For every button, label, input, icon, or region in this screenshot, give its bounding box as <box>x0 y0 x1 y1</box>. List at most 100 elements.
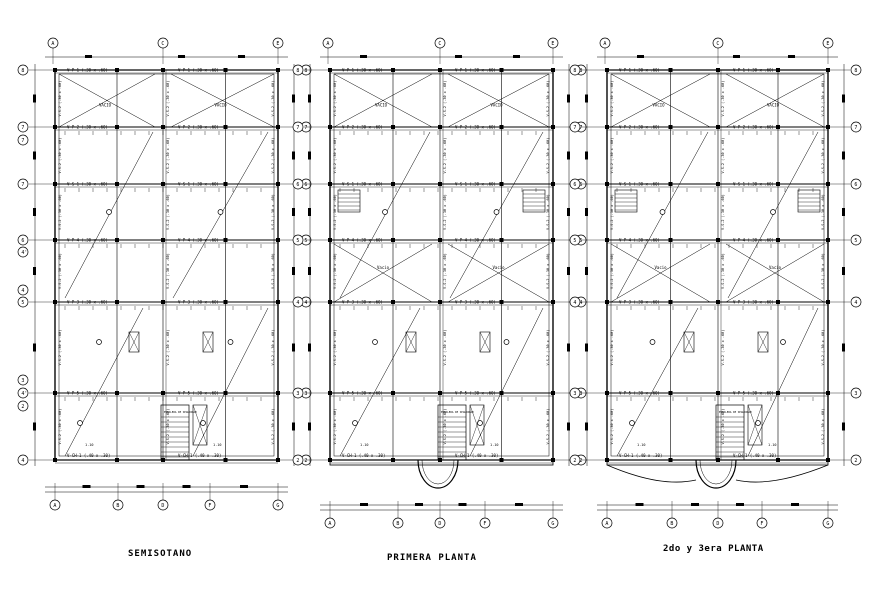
grid-bubble-left-label: 5 <box>573 238 576 244</box>
beam-label-vertical: V-S-2 (.30 x .60) <box>821 409 825 445</box>
side-stair <box>614 189 638 213</box>
grid-bubble-right <box>850 178 862 190</box>
grid-bubble-left-label: 8 <box>573 68 576 74</box>
slab-diagonal <box>469 307 544 457</box>
slab-marker <box>106 209 112 215</box>
dim-label: 1.10 <box>637 443 645 447</box>
column <box>605 300 609 304</box>
void-label: Vacio <box>655 265 668 270</box>
side-stair <box>797 189 821 213</box>
dimension-tick <box>691 503 699 506</box>
beam-label: V-CH-1 (.40 x .30) <box>455 453 498 458</box>
slab-diagonal <box>616 307 699 457</box>
grid-bubble-right-label: 8 <box>854 68 857 74</box>
beam-label: V-P-3 (.30 x .60) <box>733 300 774 305</box>
grid-bubble-right-label: 5 <box>304 238 307 244</box>
grid-bubble-left <box>292 296 304 308</box>
dimension-tick <box>567 151 570 160</box>
grid-bubble-right-label: 2 <box>854 458 857 464</box>
dimension-tick <box>33 151 36 160</box>
dimension-tick <box>308 267 311 275</box>
grid-bubble-left-label: 3 <box>573 391 576 397</box>
grid-bubble-right-label: 4 <box>854 300 857 306</box>
beam-label: V-P-2 (.30 x .60) <box>733 125 774 130</box>
grid-bubble-top-label: A <box>326 41 329 47</box>
beam-label: V-CH-1 (.40 x .30) <box>733 453 776 458</box>
dimension-tick <box>415 503 423 506</box>
beam-label-vertical: V-S-2 (.30 x .60) <box>333 330 337 366</box>
duct <box>128 331 140 353</box>
grid-bubble-left <box>292 387 304 399</box>
duct <box>683 331 695 353</box>
column <box>668 300 673 304</box>
grid-bubble-right <box>850 296 862 308</box>
grid-bubble-left-label: 4 <box>21 288 24 294</box>
column <box>53 68 57 72</box>
balcony-curve <box>695 459 737 489</box>
void-cross <box>610 243 711 303</box>
dimension-tick <box>585 422 588 431</box>
stair-core <box>160 404 190 461</box>
dimension-tick <box>635 503 644 506</box>
column <box>276 125 280 129</box>
beam-label-vertical: V-S-2 (.30 x .60) <box>166 330 170 366</box>
dim-label: 1.10 <box>85 443 93 447</box>
column <box>716 238 720 242</box>
grid-bubble-bottom <box>392 517 404 529</box>
column <box>276 68 280 72</box>
beam-label: V-S-1 (.30 x .60) <box>342 182 383 187</box>
column <box>328 182 332 186</box>
void-cross <box>610 73 711 128</box>
beam-label-vertical: V-S-2 (.30 x .60) <box>546 409 550 445</box>
beam-label-vertical: V-S-2 (.30 x .60) <box>610 194 614 230</box>
grid-bubble-left <box>17 64 29 76</box>
column <box>605 238 609 242</box>
beam-label: V-P-5 (.30 x .60) <box>342 391 383 396</box>
grid-bubble-right <box>850 387 862 399</box>
grid-bubble-right-label: 2 <box>579 458 582 464</box>
void-label: Vacio <box>493 265 506 270</box>
elevator <box>469 404 485 446</box>
beam-label-vertical: V-S-2 (.30 x .60) <box>821 138 825 174</box>
column <box>115 458 119 462</box>
beam-label-vertical: V-S-2 (.30 x .60) <box>721 138 725 174</box>
slab-diagonal <box>339 131 431 299</box>
grid-bubble-bottom <box>547 517 559 529</box>
dim-label: 1.10 <box>768 443 776 447</box>
caption-semisotano: SEMISOTANO <box>128 549 193 559</box>
column <box>776 125 780 129</box>
column <box>668 182 673 186</box>
grid-bubble-left <box>292 454 304 466</box>
slab-inner-outline <box>58 73 275 457</box>
grid-bubble-top-label: A <box>51 41 54 47</box>
beam-label: V-P-2 (.30 x .60) <box>342 125 383 130</box>
grid-bubble-top-label: E <box>276 41 279 47</box>
grid-bubble-left-label: 4 <box>21 458 24 464</box>
grid-bubble-bottom <box>666 517 678 529</box>
dimension-tick <box>182 485 191 488</box>
dimension-tick <box>292 151 295 160</box>
beam-label-vertical: V-S-2 (.30 x .60) <box>333 81 337 117</box>
beam-label-vertical: V-S-2 (.30 x .60) <box>721 409 725 445</box>
dimension-tick <box>585 94 588 103</box>
dimension-tick <box>842 94 845 103</box>
beam-label: V-P-5 (.30 x .60) <box>619 391 660 396</box>
dimension-tick <box>85 55 92 58</box>
dimension-tick <box>292 208 295 216</box>
beam-label-vertical: V-S-2 (.30 x .60) <box>333 194 337 230</box>
beam-label: V-P-1 (.30 x .60) <box>619 68 660 73</box>
duct <box>757 331 769 353</box>
grid-bubble-left-label: 4 <box>573 300 576 306</box>
grid-bubble-bottom <box>479 517 491 529</box>
beam-label-vertical: V-S-2 (.30 x .60) <box>443 138 447 174</box>
grid-bubble-left <box>292 64 304 76</box>
beam-label: V-P-1 (.30 x .60) <box>342 68 383 73</box>
balcony-curve <box>417 459 459 489</box>
duct-cross <box>405 331 417 353</box>
beam-label: V-P-5 (.30 x .60) <box>455 391 496 396</box>
balcony-wing <box>735 464 829 483</box>
beam-label-vertical: V-S-2 (.30 x .60) <box>610 253 614 289</box>
slab-diagonal <box>339 307 421 457</box>
beam-label: V-P-1 (.30 x .60) <box>733 68 774 73</box>
beam-label-vertical: V-S-2 (.30 x .60) <box>546 138 550 174</box>
